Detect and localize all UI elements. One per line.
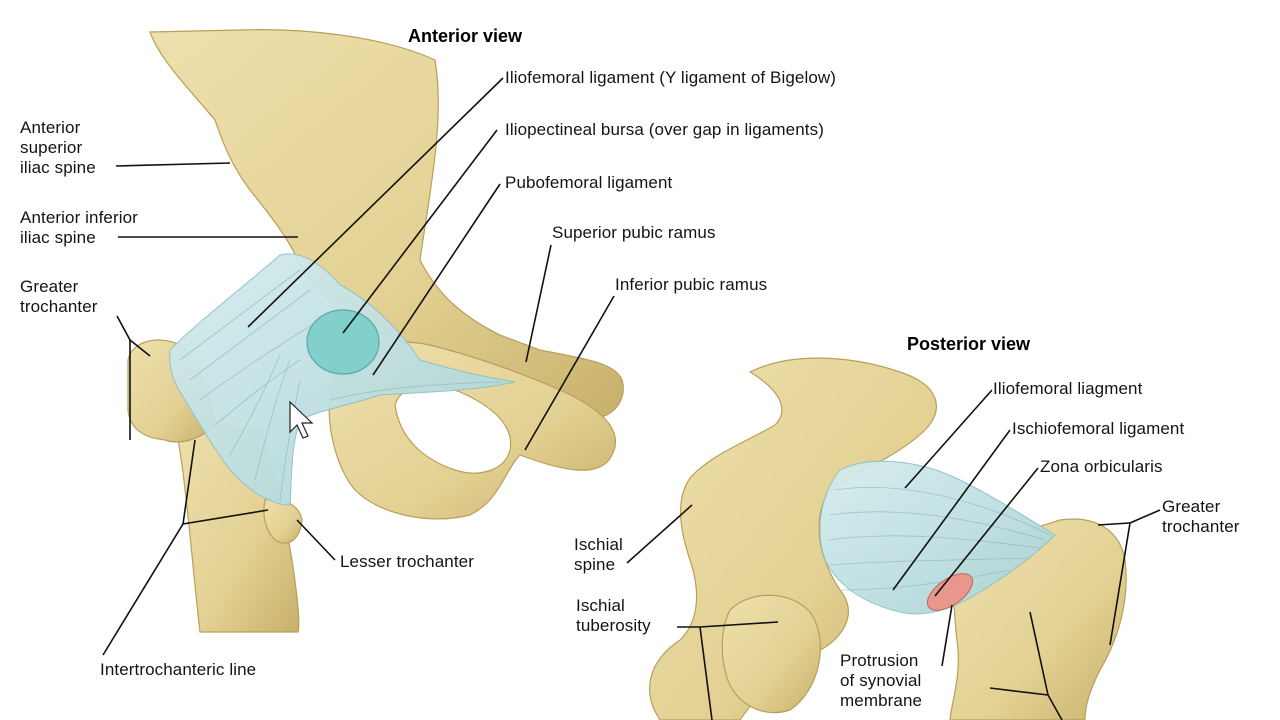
label-ischial-spine: Ischial spine bbox=[574, 535, 623, 574]
label-ischial-tuberosity: Ischial tuberosity bbox=[576, 596, 651, 635]
label-iliofemoral-ligament: Iliofemoral ligament (Y ligament of Bige… bbox=[505, 68, 837, 87]
anterior-capsule-ligaments bbox=[169, 253, 516, 506]
anterior-view-title: Anterior view bbox=[408, 26, 523, 46]
anterior-view-illustration bbox=[127, 29, 624, 633]
ischial-tuberosity-shape bbox=[721, 594, 821, 714]
label-iliofemoral-ligament-posterior: Iliofemoral liagment bbox=[993, 379, 1143, 398]
iliopectineal-bursa bbox=[306, 309, 380, 375]
label-superior-pubic-ramus: Superior pubic ramus bbox=[552, 223, 716, 242]
posterior-leader-lines bbox=[626, 389, 1161, 720]
label-zona-orbicularis: Zona orbicularis bbox=[1040, 457, 1163, 476]
label-greater-trochanter-anterior: Greater trochanter bbox=[20, 277, 98, 316]
label-synovial-membrane-protrusion: Protrusion of synovial membrane bbox=[840, 651, 923, 710]
label-anterior-superior-iliac-spine: Anterior superior iliac spine bbox=[20, 118, 96, 177]
posterior-view-title: Posterior view bbox=[907, 334, 1031, 354]
synovial-membrane-protrusion bbox=[926, 573, 974, 611]
label-ischiofemoral-ligament: Ischiofemoral ligament bbox=[1012, 419, 1185, 438]
label-greater-trochanter-posterior: Greater trochanter bbox=[1162, 497, 1240, 536]
posterior-view-illustration bbox=[649, 357, 1127, 720]
posterior-ligament-fibers bbox=[827, 487, 1051, 591]
label-pubofemoral-ligament: Pubofemoral ligament bbox=[505, 173, 673, 192]
label-intertrochanteric-line: Intertrochanteric line bbox=[100, 660, 257, 679]
label-anterior-inferior-iliac-spine: Anterior inferior iliac spine bbox=[20, 208, 138, 247]
mouse-cursor bbox=[289, 400, 314, 439]
label-iliopectineal-bursa: Iliopectineal bursa (over gap in ligamen… bbox=[505, 120, 824, 139]
label-lesser-trochanter: Lesser trochanter bbox=[340, 552, 474, 571]
label-inferior-pubic-ramus: Inferior pubic ramus bbox=[615, 275, 768, 294]
anterior-leader-lines bbox=[102, 77, 615, 656]
anterior-ligament-fibers bbox=[179, 269, 501, 501]
